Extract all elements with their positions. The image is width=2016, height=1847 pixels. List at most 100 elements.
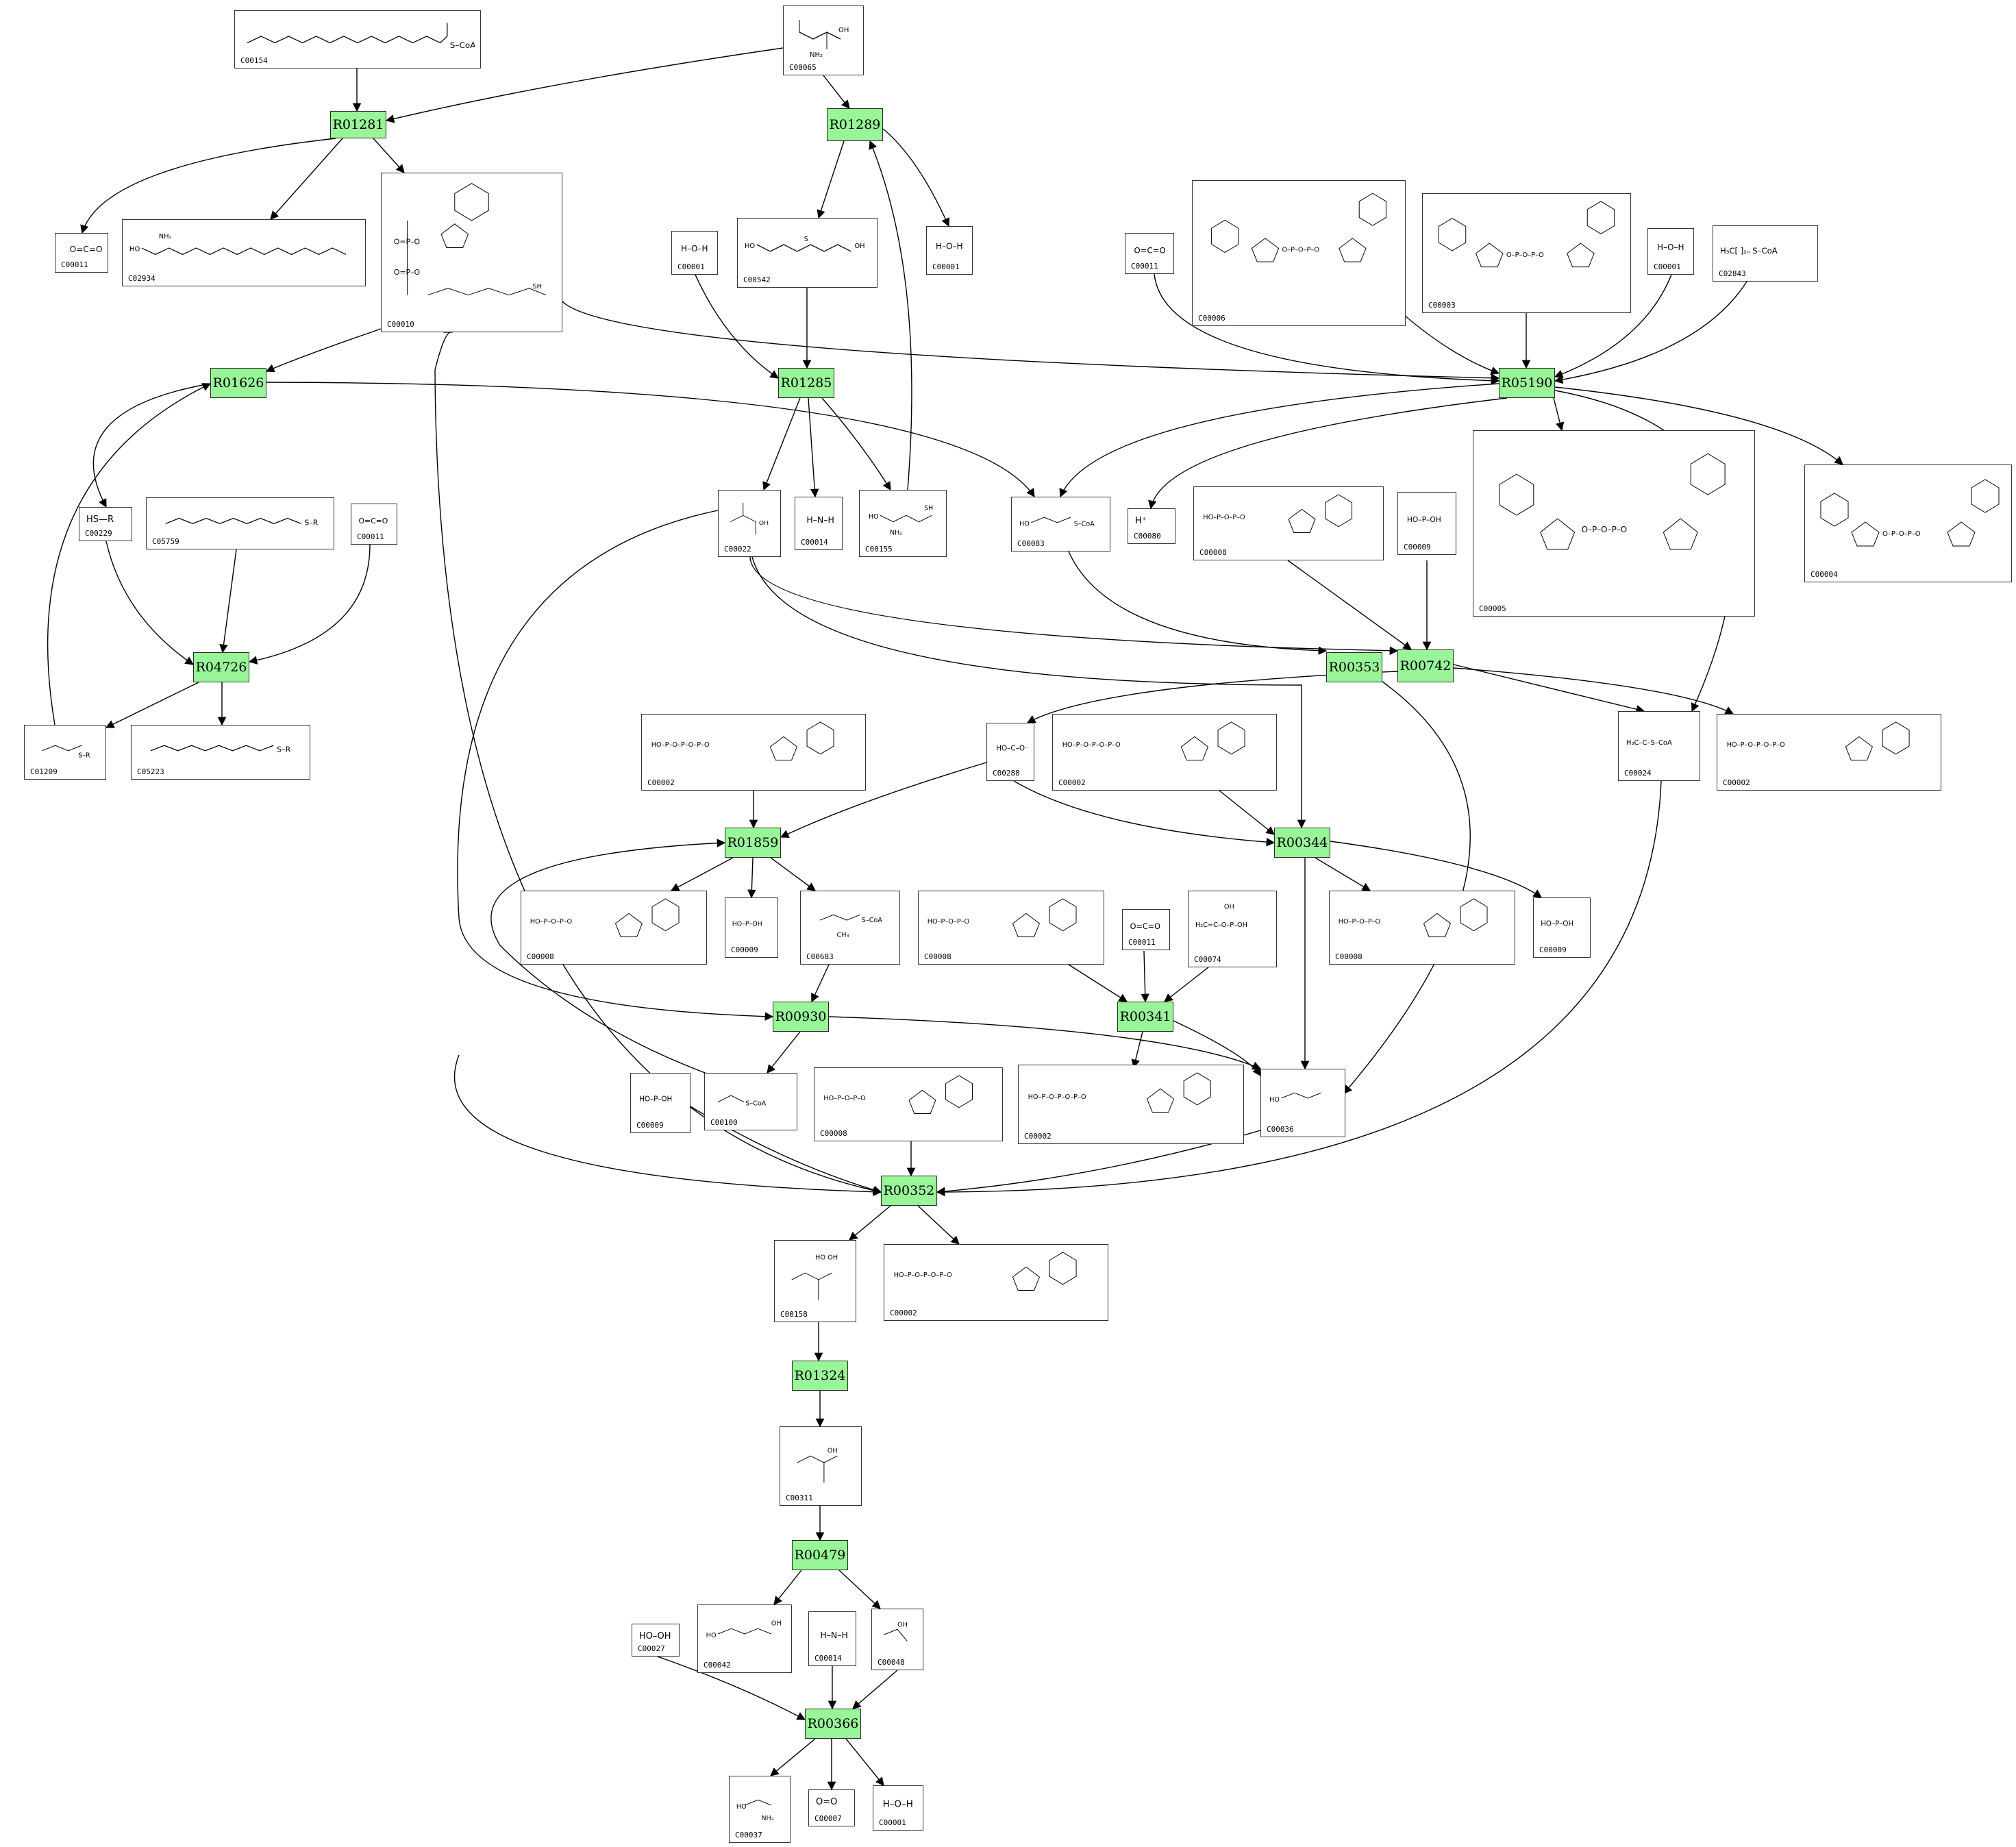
reaction-r00352[interactable]: R00352 [881, 1176, 937, 1206]
reaction-r01289[interactable]: R01289 [827, 108, 883, 141]
compound-c00007[interactable]: O=O C00007 [808, 1789, 855, 1826]
reaction-r00344[interactable]: R00344 [1274, 828, 1330, 858]
svg-text:OH: OH [854, 243, 864, 250]
compound-c00001-b[interactable]: H–O–H C00001 [926, 226, 973, 275]
water-icon: H–O–H [1654, 234, 1688, 259]
compound-c00006[interactable]: O–P–O–P–O C00006 [1192, 180, 1406, 326]
compound-c00036[interactable]: HO C00036 [1260, 1069, 1345, 1137]
compound-c00048[interactable]: OH C00048 [871, 1609, 923, 1670]
compound-c00311[interactable]: OH C00311 [780, 1426, 862, 1506]
compound-c05223[interactable]: S–R C05223 [131, 725, 310, 780]
compound-c00009-d[interactable]: HO–P–OH C00009 [630, 1073, 690, 1133]
compound-c00005[interactable]: O–P–O–P–O C00005 [1473, 430, 1755, 617]
compound-c00004[interactable]: O–P–O–P–O C00004 [1804, 464, 2012, 582]
reaction-r04726[interactable]: R04726 [193, 652, 249, 682]
edge-arrow [821, 397, 891, 491]
compound-id: C00011 [357, 532, 384, 541]
compound-c00288[interactable]: HO–C–O⁻ C00288 [986, 723, 1034, 781]
compound-c00008-b[interactable]: HO–P–O–P–O C00008 [521, 891, 707, 965]
compound-c00002-c[interactable]: HO–P–O–P–O–P–O C00002 [1717, 714, 1941, 791]
reaction-r00930[interactable]: R00930 [773, 1002, 829, 1032]
compound-id: C00008 [820, 1129, 847, 1138]
reaction-r00353[interactable]: R00353 [1326, 652, 1382, 682]
svg-text:O–P–O–P–O: O–P–O–P–O [1882, 530, 1921, 538]
edge-arrow [852, 1670, 898, 1709]
svg-text:OH: OH [827, 1447, 838, 1454]
compound-c00009-c[interactable]: HO–P–OH C00009 [1533, 897, 1591, 958]
compound-c01209[interactable]: S–R C01209 [24, 725, 106, 780]
compound-c00027[interactable]: HO–OH C00027 [632, 1624, 680, 1657]
reaction-r05190[interactable]: R05190 [1499, 368, 1555, 398]
compound-c02843[interactable]: H₃C[ ]₂ₙ S–CoA C02843 [1713, 225, 1818, 282]
reaction-r01324[interactable]: R01324 [792, 1361, 848, 1391]
atp-icon: HO–P–O–P–O–P–O [1058, 720, 1271, 775]
reaction-r00479[interactable]: R00479 [792, 1540, 848, 1570]
edge-arrow [670, 857, 734, 891]
svg-text:S–R: S–R [78, 752, 90, 759]
compound-c00022[interactable]: OH C00022 [718, 490, 781, 557]
compound-c00080[interactable]: H⁺ C00080 [1128, 508, 1175, 544]
compound-id: C00100 [710, 1118, 738, 1127]
compound-c00002-d[interactable]: HO–P–O–P–O–P–O C00002 [1018, 1065, 1244, 1144]
reaction-r01626[interactable]: R01626 [210, 368, 266, 398]
compound-c00011-d[interactable]: O=C=O C00011 [1122, 909, 1170, 950]
svg-text:HO–P–OH: HO–P–OH [639, 1095, 672, 1104]
compound-c00001-a[interactable]: H–O–H C00001 [671, 231, 718, 275]
compound-c00158[interactable]: HO OH C00158 [774, 1240, 856, 1322]
compound-c00009-a[interactable]: HO–P–OH C00009 [1397, 492, 1456, 555]
svg-text:HO–P–OH: HO–P–OH [1541, 920, 1573, 928]
compound-c00014-b[interactable]: H–N–H C00014 [808, 1611, 856, 1666]
svg-text:O=C=O: O=C=O [359, 517, 388, 525]
nadph-icon: O–P–O–P–O [1479, 436, 1749, 601]
reaction-r00341[interactable]: R00341 [1117, 1002, 1173, 1032]
compound-c00024[interactable]: H₃C–C–S–CoA C00024 [1618, 711, 1700, 781]
edge-arrow [105, 541, 195, 665]
svg-text:O–P–O–P–O: O–P–O–P–O [1582, 525, 1628, 534]
compound-c00008[interactable]: HO–P–O–P–O C00008 [1193, 486, 1384, 560]
svg-text:SH: SH [532, 283, 542, 290]
compound-c00011-c[interactable]: O=C=O C00011 [351, 504, 397, 545]
atp-icon: HO–P–O–P–O–P–O [1723, 720, 1935, 775]
compound-c00011-b[interactable]: O=C=O C00011 [1125, 233, 1174, 274]
compound-c00008-d[interactable]: HO–P–O–P–O C00008 [1329, 891, 1515, 965]
compound-c00002-b[interactable]: HO–P–O–P–O–P–O C00002 [1052, 714, 1277, 791]
compound-c00001-d[interactable]: H–O–H C00001 [873, 1785, 923, 1831]
compound-c00001-c[interactable]: H–O–H C00001 [1647, 228, 1694, 275]
edge-arrow [434, 325, 882, 1193]
reaction-r01285[interactable]: R01285 [778, 368, 834, 398]
compound-c00008-e[interactable]: HO–P–O–P–O C00008 [814, 1067, 1003, 1141]
compound-c00009-b[interactable]: HO–P–OH C00009 [725, 897, 778, 958]
reaction-r01859[interactable]: R01859 [725, 828, 781, 858]
reaction-r00742[interactable]: R00742 [1397, 649, 1454, 682]
compound-c00014-a[interactable]: H–N–H C00014 [795, 497, 843, 550]
reaction-r01281[interactable]: R01281 [330, 111, 386, 138]
compound-c00002-e[interactable]: HO–P–O–P–O–P–O C00002 [884, 1244, 1108, 1321]
adp-icon: HO–P–O–P–O [1335, 897, 1509, 949]
reaction-r00366[interactable]: R00366 [805, 1709, 861, 1739]
compound-c00154[interactable]: S–CoA C00154 [234, 10, 481, 69]
compound-id: C00002 [890, 1309, 917, 1317]
compound-c00003-a[interactable]: O–P–O–P–O C00003 [1422, 193, 1631, 313]
compound-c00002-a[interactable]: HO–P–O–P–O–P–O C00002 [641, 714, 866, 791]
compound-c00011-a[interactable]: O=C=O C00011 [55, 233, 108, 273]
svg-text:HO–C–O⁻: HO–C–O⁻ [996, 745, 1028, 753]
phosphate-icon: HO–P–OH [1404, 498, 1450, 539]
svg-text:NH₂: NH₂ [159, 233, 172, 240]
compound-c00008-c[interactable]: HO–P–O–P–O C00008 [918, 891, 1104, 965]
edge-arrow [695, 274, 780, 379]
compound-id: C00158 [780, 1310, 808, 1319]
compound-c00229[interactable]: HS—R C00229 [79, 507, 132, 541]
compound-c05759[interactable]: S–R C05759 [146, 497, 334, 549]
compound-c00100[interactable]: S–CoA C00100 [704, 1073, 797, 1130]
